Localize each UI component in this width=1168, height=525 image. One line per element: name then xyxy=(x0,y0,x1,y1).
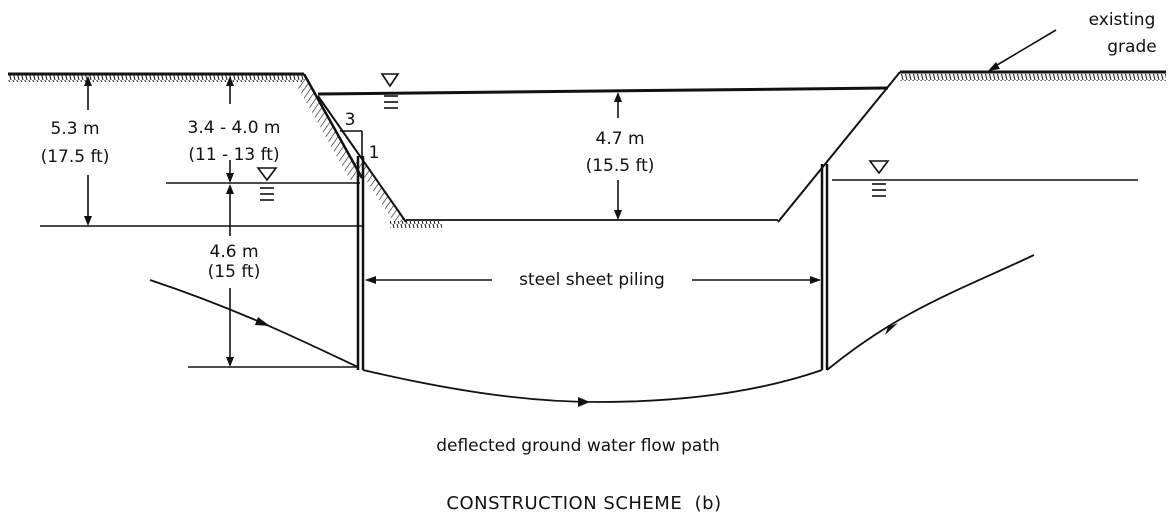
left-upper-slope-hatch xyxy=(296,76,362,180)
water-depth-ft-label: (11 - 13 ft) xyxy=(188,145,279,165)
dimension-arrow-total-depth xyxy=(84,76,92,226)
steel-sheet-piling-label: steel sheet piling xyxy=(519,270,665,290)
water-level-symbol-right xyxy=(868,160,890,197)
water-level-symbol-left xyxy=(256,167,278,201)
existing-grade-label-line1: existing xyxy=(1089,10,1156,30)
excavation-ft-label: (15.5 ft) xyxy=(586,156,655,176)
pit-bottom-hatch xyxy=(390,221,442,228)
left-lower-slope-hatch xyxy=(354,158,406,222)
slope-ratio-triangle xyxy=(340,130,363,158)
existing-grade-leader xyxy=(988,29,1057,71)
ground-right xyxy=(900,70,1166,81)
sheet-pile-right xyxy=(820,164,829,370)
slope-horizontal-label: 3 xyxy=(345,110,356,130)
total-depth-ft-label: (17.5 ft) xyxy=(41,147,110,167)
flow-path-caption: deflected ground water flow path xyxy=(436,436,720,456)
ground-left xyxy=(8,72,304,82)
dimension-arrow-pile-depth xyxy=(226,184,234,367)
sheet-pile-left xyxy=(356,156,365,370)
figure-title: CONSTRUCTION SCHEME (b) xyxy=(446,493,721,514)
dimension-arrow-water-depth xyxy=(226,76,234,183)
left-upper-slope xyxy=(302,73,364,179)
right-slope xyxy=(777,71,901,223)
piling-leader-arrows xyxy=(365,276,821,284)
pile-depth-ft-label: (15 ft) xyxy=(208,262,261,282)
total-depth-m-label: 5.3 m xyxy=(51,119,100,139)
groundwater-flow-path xyxy=(149,254,1035,407)
water-surface-top xyxy=(317,86,889,96)
existing-grade-label-line2: grade xyxy=(1107,37,1156,57)
excavation-m-label: 4.7 m xyxy=(596,129,645,149)
pile-depth-m-label: 4.6 m xyxy=(210,242,259,262)
water-level-symbol-top xyxy=(380,73,400,109)
slope-vertical-label: 1 xyxy=(369,143,380,163)
water-depth-m-label: 3.4 - 4.0 m xyxy=(188,118,281,138)
dimension-arrow-excavation xyxy=(614,92,622,220)
